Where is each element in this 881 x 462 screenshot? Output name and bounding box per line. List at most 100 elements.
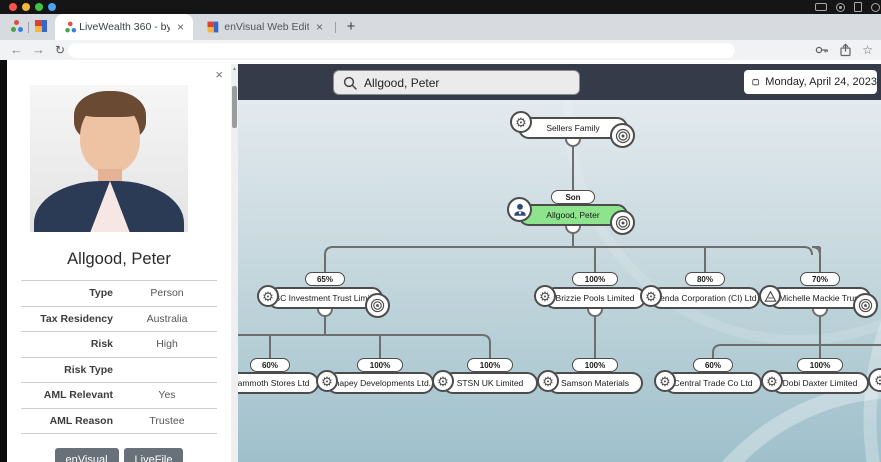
person-icon: [507, 197, 532, 222]
background-decoration: [563, 100, 881, 462]
entity-label: Michelle Mackie Trust: [779, 293, 861, 303]
relationship-badge: Son: [551, 190, 595, 204]
chart-node-michelle-mackie-trust[interactable]: Michelle Mackie Trust: [759, 285, 878, 318]
gear-icon: ⚙: [868, 368, 881, 392]
tab-title: enVisual Web Edition: [224, 21, 309, 33]
detail-table: Type Person Tax Residency Australia Risk…: [21, 280, 217, 434]
detail-row-tax-residency: Tax Residency Australia: [21, 307, 217, 332]
chart-node-snapey-developments[interactable]: ⚙ Snapey Developments Ltd.: [316, 370, 434, 394]
address-bar[interactable]: [68, 42, 735, 58]
chart-node-central-trade[interactable]: ⚙ Central Trade Co Ltd: [654, 370, 762, 394]
detail-value: Yes: [158, 389, 176, 402]
chart-node-abc-investment-trust[interactable]: ⚙ ABC Investment Trust Limited: [257, 285, 390, 318]
gear-icon: ⚙: [510, 111, 532, 133]
ownership-badge: 100%: [357, 358, 403, 372]
ownership-chart: ⚙ Sellers Family Son Allgood, Peter 65% …: [238, 100, 881, 462]
status-icon: [871, 2, 880, 12]
window-close-button[interactable]: [9, 3, 17, 11]
gear-icon: ⚙: [432, 370, 454, 392]
search-input[interactable]: [364, 71, 574, 94]
gear-icon: ⚙: [640, 285, 662, 307]
keyboard-icon: [815, 3, 827, 11]
target-icon: [853, 293, 878, 318]
entity-label: Allgood, Peter: [546, 210, 600, 220]
tab-close-icon[interactable]: ×: [315, 20, 323, 34]
chart-node-allgood-peter[interactable]: Allgood, Peter: [507, 197, 635, 235]
browser-tab-strip: LiveWealth 360 - by enSynergy × enVisual…: [0, 14, 881, 40]
date-label: Monday, April 24, 2023: [765, 76, 877, 88]
app-header: Monday, April 24, 2023: [238, 64, 881, 100]
detail-label: AML Relevant: [43, 389, 113, 402]
tab-livewealth[interactable]: LiveWealth 360 - by enSynergy ×: [55, 14, 193, 40]
gear-icon: ⚙: [316, 370, 338, 392]
gear-icon: ⚙: [537, 370, 559, 392]
ownership-badge: 60%: [250, 358, 290, 372]
ownership-badge: 100%: [797, 358, 843, 372]
entity-label: Mammoth Stores Ltd: [238, 378, 310, 388]
entity-label: Samson Materials: [560, 378, 630, 388]
window-minimize-button[interactable]: [22, 3, 30, 11]
tab-separator: [28, 22, 29, 33]
livefile-button[interactable]: LiveFile: [123, 448, 184, 462]
ensynergy-favicon: [64, 21, 77, 33]
detail-row-risk: Risk High: [21, 332, 217, 358]
menubar-status-icons: [815, 2, 880, 12]
tab-envisual[interactable]: enVisual Web Edition ×: [198, 14, 332, 40]
chart-connectors: [238, 131, 881, 358]
gear-icon: ⚙: [761, 370, 783, 392]
window-zoom-button[interactable]: [35, 3, 43, 11]
share-icon[interactable]: [839, 43, 852, 57]
detail-value: Person: [150, 287, 184, 300]
chart-node-dobi-daxter[interactable]: ⚙ Dobi Daxter Limited: [761, 370, 869, 394]
entity-label: Dobi Daxter Limited: [782, 378, 858, 388]
entity-label: ABC Investment Trust Limited: [268, 293, 382, 303]
detail-row-aml-relevant: AML Relevant Yes: [21, 383, 217, 409]
tab-separator: [335, 22, 336, 33]
panel-scrollbar[interactable]: ▲: [231, 64, 238, 462]
panel-close-icon[interactable]: ×: [215, 67, 223, 82]
detail-label: Risk Type: [64, 363, 113, 376]
calendar-icon: [752, 78, 759, 86]
detail-label: AML Reason: [49, 414, 113, 427]
tab-close-icon[interactable]: ×: [176, 20, 184, 34]
chart-node-mammoth-stores[interactable]: Mammoth Stores Ltd: [238, 372, 319, 394]
browser-toolbar: ← → ↻ ☆: [0, 40, 881, 60]
chart-node-sellers-family[interactable]: ⚙ Sellers Family: [510, 111, 635, 148]
content-divider: [0, 60, 881, 64]
chart-node-stsn-uk[interactable]: ⚙ STSN UK Limited: [432, 370, 538, 394]
battery-icon: [854, 2, 862, 12]
envisual-button[interactable]: enVisual: [54, 448, 119, 462]
entity-label: STSN UK Limited: [456, 378, 524, 388]
key-icon[interactable]: [815, 43, 829, 57]
record-icon: [836, 2, 845, 12]
ownership-badge: 70%: [800, 272, 840, 286]
entity-label: Brizzie Pools Limited: [555, 293, 635, 303]
detail-row-type: Type Person: [21, 281, 217, 307]
gear-icon: ⚙: [534, 285, 556, 307]
detail-row-aml-reason: AML Reason Trustee: [21, 409, 217, 434]
ownership-badge: 80%: [685, 272, 725, 286]
chart-node-genda-corporation[interactable]: ⚙ Genda Corporation (CI) Ltd: [640, 285, 760, 309]
gear-icon: ⚙: [654, 370, 676, 392]
bookmark-star-icon[interactable]: ☆: [862, 43, 873, 57]
reload-icon[interactable]: ↻: [55, 43, 66, 57]
envisual-app: Monday, April 24, 2023: [238, 64, 881, 462]
envisual-favicon: [207, 21, 219, 33]
entity-search[interactable]: [333, 70, 580, 95]
forward-icon[interactable]: →: [32, 42, 45, 57]
entity-label: Genda Corporation (CI) Ltd: [653, 293, 757, 303]
search-icon: [343, 76, 357, 90]
chart-node-samson-materials[interactable]: ⚙ Samson Materials: [537, 370, 643, 394]
detail-value: Australia: [146, 312, 188, 325]
scroll-up-icon[interactable]: ▲: [232, 66, 237, 72]
date-picker[interactable]: Monday, April 24, 2023: [744, 70, 877, 94]
chart-node-brizzie-pools[interactable]: ⚙ Brizzie Pools Limited: [534, 285, 646, 309]
trust-triangle-icon: [759, 285, 781, 307]
person-name: Allgood, Peter: [67, 250, 171, 268]
gear-icon: ⚙: [257, 285, 279, 307]
profile-photo: [30, 85, 188, 232]
scrollbar-thumb[interactable]: [232, 86, 237, 128]
window-extra-button[interactable]: [48, 3, 56, 11]
back-icon[interactable]: ←: [10, 42, 23, 57]
new-tab-button[interactable]: +: [346, 18, 356, 35]
